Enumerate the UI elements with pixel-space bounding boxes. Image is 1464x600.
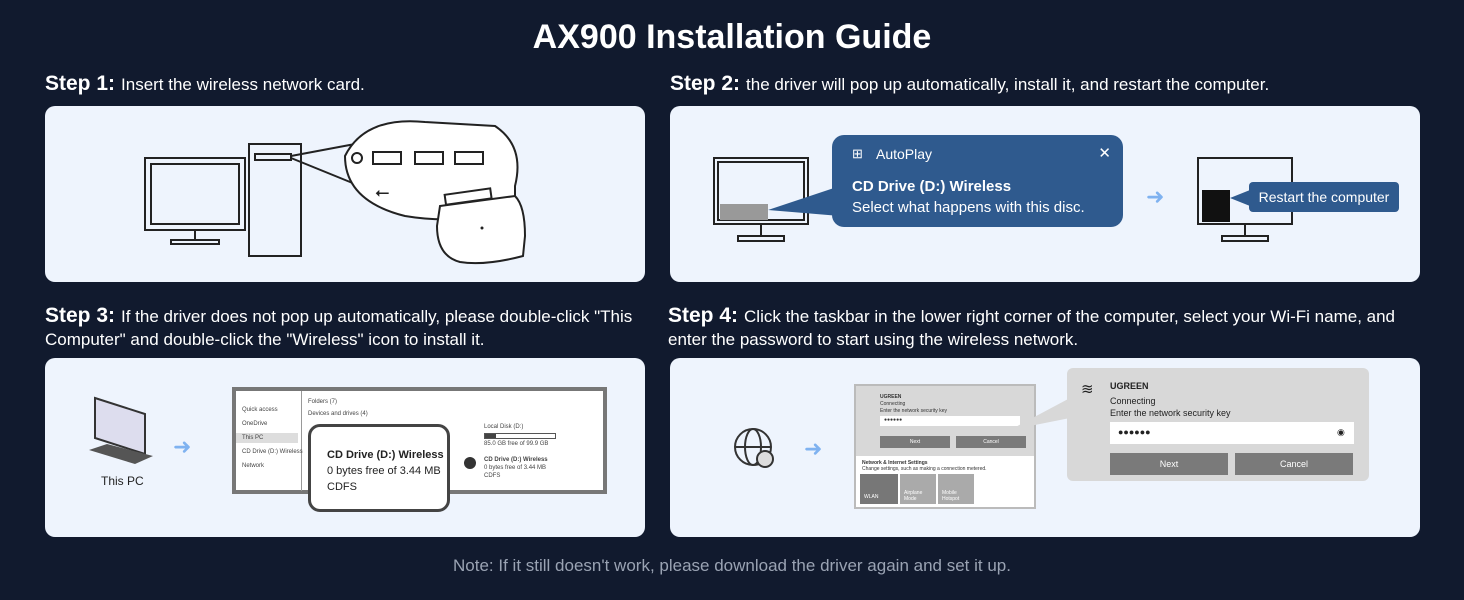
callout-drive-free: 0 bytes free of 3.44 MB [327,465,441,477]
prompt: Enter the network security key [1110,408,1231,418]
step-3-panel: This PC ➜ Quick access OneDrive This PC … [45,358,645,537]
local-disk-free: 85.0 GB free of 99.9 GB [484,441,549,447]
nav-this-pc[interactable]: This PC [236,433,298,443]
step-2-panel: ➜ ⊞ AutoPlay ✕ CD Drive (D:) Wireless Se… [670,106,1420,282]
cd-drive-icon[interactable] [464,457,476,469]
step-1-panel: ⭠ [45,106,645,282]
ssid-small[interactable]: UGREEN [880,394,902,400]
restart-label: Restart the computer [1249,182,1399,212]
cd-drive-free-small: 0 bytes free of 3.44 MB [484,465,547,471]
password-input[interactable]: ●●●●●● [1110,422,1354,444]
insert-card-illustration: ⭠ [144,120,527,265]
ssid[interactable]: UGREEN [1110,381,1149,391]
step-3-heading: Step 3:If the driver does not pop up aut… [45,304,633,349]
callout-drive-name: CD Drive (D:) Wireless [327,449,444,461]
drive-name: CD Drive (D:) Wireless [852,178,1012,195]
svg-text:➜: ➜ [1146,184,1164,209]
nav-network[interactable]: Network [242,463,265,469]
callout-drive-fs: CDFS [327,481,357,493]
arrow-icon: ➜ [804,436,823,461]
cd-drive-fs-small: CDFS [484,473,501,479]
cancel-button-small[interactable]: Cancel [956,436,1026,448]
step-2-heading: Step 2:the driver will pop up automatica… [670,72,1270,95]
autoplay-icon: ⊞ [852,146,863,161]
autoplay-prompt: Select what happens with this disc. [852,199,1085,216]
step-1-heading: Step 1:Insert the wireless network card. [45,72,365,95]
callout-pointer [1010,398,1070,430]
status-small: Connecting [880,401,906,407]
svg-text:⭠: ⭠ [375,182,389,202]
nav-cd-drive[interactable]: CD Drive (D:) Wireless [242,449,303,455]
tile-airplane[interactable]: Airplane Mode [900,474,936,504]
status: Connecting [1110,396,1156,406]
page-title: AX900 Installation Guide [532,18,932,56]
settings-desc: Change settings, such as making a connec… [862,466,987,472]
this-pc-label: This PC [101,474,144,488]
next-button[interactable]: Next [1110,453,1228,475]
nav-onedrive[interactable]: OneDrive [242,421,268,427]
prompt-small: Enter the network security key [880,408,947,414]
wifi-flyout-small: UGREEN Connecting Enter the network secu… [854,384,1036,509]
wifi-flyout-enlarged: ≋ UGREEN Connecting Enter the network se… [1067,368,1369,481]
reveal-password-icon[interactable]: ◉ [1337,427,1345,437]
folders-group[interactable]: Folders (7) [308,399,338,405]
nav-quick-access[interactable]: Quick access [242,407,278,413]
autoplay-popup[interactable]: ⊞ AutoPlay ✕ CD Drive (D:) Wireless Sele… [832,135,1123,227]
devices-group[interactable]: Devices and drives (4) [308,411,368,417]
close-icon[interactable]: ✕ [1098,145,1111,162]
step-4-panel: ➜ UGREEN Connecting Enter the network se… [670,358,1420,537]
next-button-small[interactable]: Next [880,436,950,448]
step-4-heading: Step 4:Click the taskbar in the lower ri… [668,304,1396,349]
footer-note: Note: If it still doesn't work, please d… [453,556,1011,575]
tile-wlan[interactable]: WLAN [860,474,898,504]
password-input-small[interactable]: ●●●●●● [880,416,1020,426]
monitor-illustrations: ➜ [713,157,1293,242]
arrow-icon: ➜ [173,434,192,459]
autoplay-title: AutoPlay [876,146,933,162]
tile-hotspot[interactable]: Mobile Hotspot [938,474,974,504]
local-disk-name[interactable]: Local Disk (D:) [484,424,524,430]
cd-drive-callout: CD Drive (D:) Wireless 0 bytes free of 3… [308,424,450,512]
cd-drive-item[interactable]: CD Drive (D:) Wireless [484,457,548,463]
cancel-button[interactable]: Cancel [1235,453,1353,475]
globe-network-icon [734,428,774,468]
this-pc-icon [89,396,153,464]
local-disk-usage-bar [484,433,556,439]
settings-title[interactable]: Network & Internet Settings [862,460,928,466]
wifi-icon: ≋ [1081,381,1094,398]
